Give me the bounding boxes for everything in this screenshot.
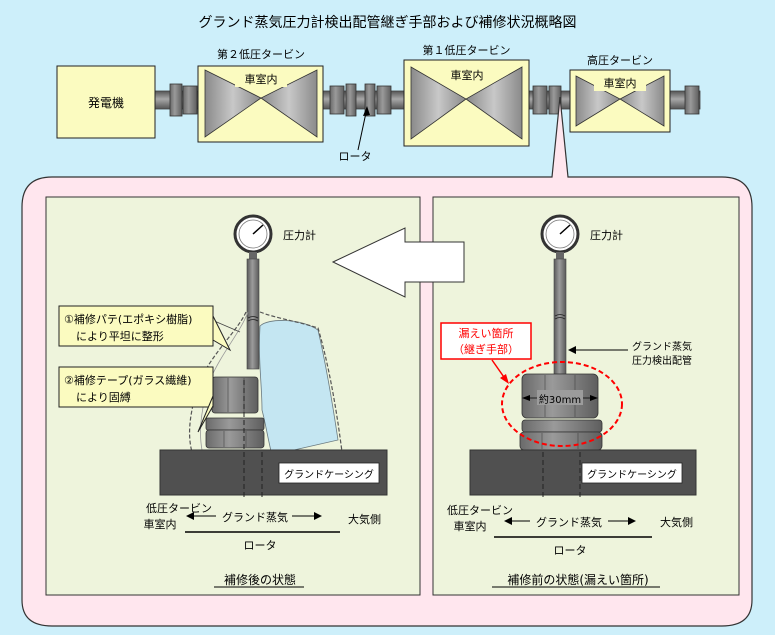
note2-box: [58, 366, 214, 408]
lp1-blade-right: [465, 66, 523, 140]
coupling: [532, 85, 548, 115]
before-steam-arrow-left: [504, 517, 512, 525]
coupling: [182, 85, 198, 115]
before-casing-label-box: [581, 462, 683, 484]
leak-highlight-ellipse: [501, 361, 623, 447]
size-arrow-right: [590, 395, 598, 401]
lp2-title: 第２低圧タービン: [217, 48, 305, 61]
overview-rotor-label: ロータ: [338, 150, 372, 163]
size-arrow-left: [522, 395, 530, 401]
after-nut-mid: [205, 417, 265, 431]
lp2-blade-left: [204, 69, 262, 138]
before-lp-line1: 低圧タービン: [447, 504, 513, 517]
note2-line2: により固縛: [76, 391, 131, 404]
after-casing-label-box: [278, 462, 380, 484]
after-nut-lower: [205, 429, 265, 449]
before-atmosphere-label: 大気側: [660, 516, 693, 529]
coupling: [169, 83, 183, 117]
before-caption: 補修前の状態(漏えい箇所): [507, 573, 649, 587]
before-gauge-needle: [559, 224, 571, 235]
after-caption: 補修後の状態: [223, 573, 296, 587]
lp2-label-bg: [235, 69, 287, 87]
after-atmosphere-label: 大気側: [348, 513, 381, 526]
size-label: 約30mm: [538, 395, 582, 406]
before-drawing: [440, 214, 697, 588]
lp1-title: 第１低圧タービン: [422, 44, 511, 57]
lp2-blade-right: [260, 69, 318, 138]
rotor-leader-arrow: [363, 106, 370, 116]
before-steam-label: グランド蒸気: [536, 516, 602, 529]
after-pipe: [246, 258, 260, 370]
after-nut-upper: [211, 376, 259, 414]
pipe-label-line2: 圧力検出配管: [632, 356, 692, 367]
coupling: [329, 85, 345, 115]
before-nut-mid: [521, 419, 603, 433]
coupling: [548, 85, 562, 115]
after-steam-label: グランド蒸気: [222, 511, 288, 524]
after-lp-line2: 車室内: [143, 518, 177, 531]
after-drawing: [58, 214, 388, 588]
before-pipe: [553, 258, 567, 375]
page-title: グランド蒸気圧力計検出配管継ぎ手部および補修状況概略図: [198, 15, 577, 31]
leak-label-box: [440, 322, 532, 360]
direction-arrow: [331, 227, 465, 298]
after-lp-line1: 低圧タービン: [146, 502, 212, 515]
size-label-bg: [537, 390, 583, 405]
before-casing-label: グランドケーシング: [587, 470, 677, 481]
pipe-label-line1: グランド蒸気: [632, 342, 692, 353]
generator-box: [56, 65, 156, 139]
coupling: [364, 83, 376, 117]
coupling: [376, 85, 392, 115]
note2-line1: ②補修テープ(ガラス繊維): [64, 374, 192, 387]
leak-label-line1: 漏えい箇所: [458, 327, 514, 340]
before-gauge-label: 圧力計: [590, 229, 623, 242]
repair-tape-right: [259, 311, 343, 457]
hp-title: 高圧タービン: [587, 54, 653, 67]
lp1-blade-left: [410, 66, 467, 140]
after-steam-arrow-left: [186, 512, 194, 520]
leak-label-line2: （継ぎ手部）: [453, 343, 519, 356]
hp-label-bg: [594, 73, 646, 91]
note1-line2: により平坦に整形: [76, 330, 164, 343]
before-lp-line2: 車室内: [453, 520, 487, 533]
after-steam-arrow-right: [314, 512, 322, 520]
generator-label: 発電機: [87, 96, 124, 110]
after-gauge-label: 圧力計: [283, 229, 316, 242]
note2-pointer: [197, 395, 214, 433]
coupling: [345, 83, 357, 117]
note1-box: [58, 305, 214, 347]
before-rotor-label: ロータ: [553, 544, 587, 557]
overview-section: [56, 59, 701, 151]
lp2-casing-label: 車室内: [244, 73, 278, 86]
lp1-label-bg: [441, 65, 493, 83]
repair-tape-left: [189, 311, 247, 455]
after-rotor-label: ロータ: [243, 539, 277, 552]
note1-pointer: [212, 315, 232, 352]
lp1-casing-label: 車室内: [450, 69, 484, 82]
note1-line1: ①補修パテ(エポキシ樹脂): [64, 313, 193, 326]
before-steam-arrow-right: [628, 517, 636, 525]
after-casing-label: グランドケーシング: [284, 470, 374, 481]
hp-casing-label: 車室内: [603, 77, 637, 90]
coupling: [684, 85, 700, 115]
after-gauge-needle: [252, 224, 264, 235]
